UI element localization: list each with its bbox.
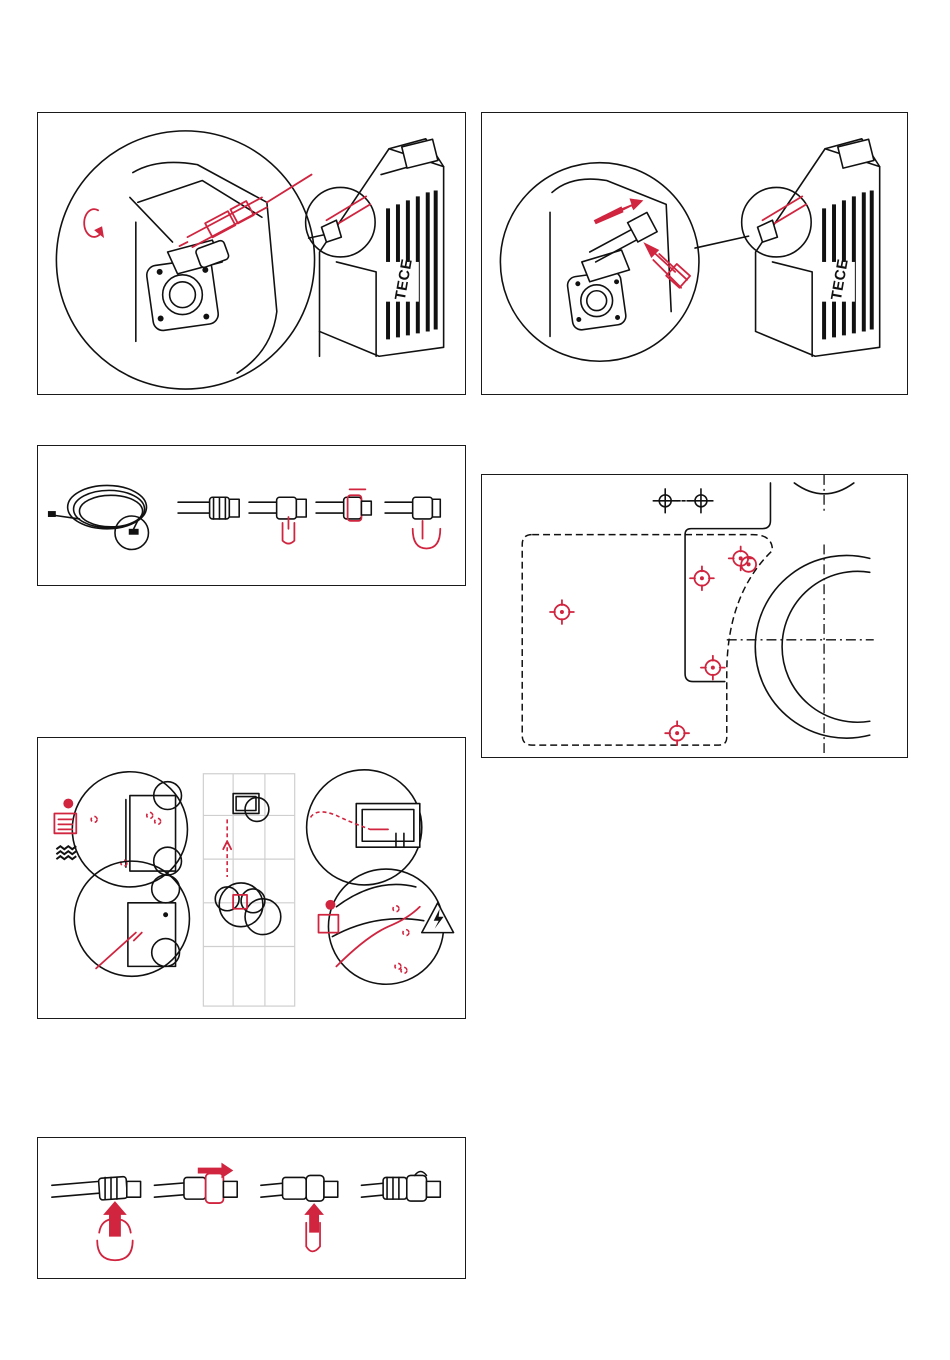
illustration-drilling-template (482, 475, 907, 757)
illustration-remove-cover: TECE (38, 113, 465, 394)
illustration-connect-hose: TECE (482, 113, 907, 394)
connector-ring-icon (316, 489, 371, 521)
warning-electric-icon (422, 903, 454, 933)
outer-arc (755, 555, 869, 738)
panel-wall-installation (37, 737, 466, 1019)
wave-icon (56, 846, 76, 859)
connector-clip-icon (249, 497, 306, 543)
panel-clip-assembly (37, 1137, 466, 1279)
panel-drilling-template (481, 474, 908, 758)
connector-icon (178, 497, 239, 519)
red-drill-points (550, 546, 756, 745)
hose-coil-icon (48, 485, 149, 549)
crosshair-icon (653, 489, 713, 513)
connector-step-4 (361, 1172, 440, 1202)
connector-step-1 (52, 1177, 141, 1261)
clip-icon (97, 1241, 132, 1261)
panel-step-remove-cover: TECE (37, 112, 466, 395)
illustration-clip-assembly (38, 1138, 465, 1278)
connector-step-3 (261, 1175, 338, 1251)
slide-arrow-icon (198, 1163, 233, 1179)
rotate-arrow-icon (84, 209, 104, 238)
illustration-wall-installation (38, 738, 465, 1018)
cistern-icon: TECE (306, 139, 444, 356)
hose-connector-icon (643, 242, 690, 288)
panel-hose-kit-parts (37, 445, 466, 586)
connector-step-2 (154, 1163, 237, 1203)
illustration-hose-kit (38, 446, 465, 585)
cistern-icon: TECE (742, 139, 880, 356)
clip-icon (385, 497, 440, 548)
panel-step-connect-hose: TECE (481, 112, 908, 395)
